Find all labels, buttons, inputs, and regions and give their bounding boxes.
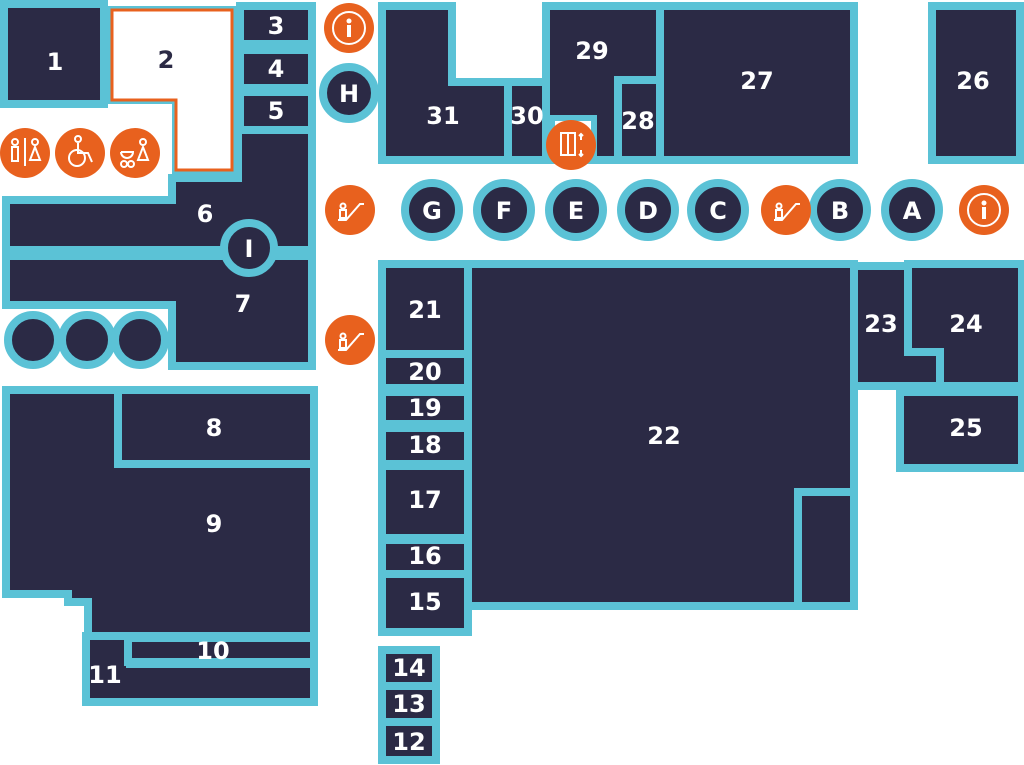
room-27[interactable] (656, 2, 858, 164)
node-label: B (831, 197, 849, 225)
room-label: 5 (268, 97, 285, 125)
unit-circle-2[interactable] (58, 311, 116, 369)
elevator-icon[interactable] (546, 120, 596, 170)
node-B[interactable] (809, 179, 871, 241)
room-label: 16 (408, 542, 441, 570)
room-label: 19 (408, 394, 441, 422)
room-8[interactable] (114, 386, 318, 468)
room-22[interactable] (464, 260, 858, 610)
room-label: 13 (392, 690, 425, 718)
node-label: I (245, 235, 254, 263)
node-label: A (903, 197, 922, 225)
node-F[interactable] (473, 179, 535, 241)
room-label: 23 (864, 310, 897, 338)
room-label: 26 (956, 67, 989, 95)
room-label: 11 (88, 661, 121, 689)
room-label: 2 (158, 46, 175, 74)
room-label: 21 (408, 296, 441, 324)
room-label: 12 (392, 728, 425, 756)
room-25[interactable] (896, 388, 1024, 472)
room-label: 29 (575, 37, 608, 65)
room-2[interactable] (110, 8, 234, 172)
room-label: 17 (408, 486, 441, 514)
node-A[interactable] (881, 179, 943, 241)
node-label: F (496, 197, 512, 225)
room-label: 27 (740, 67, 773, 95)
restroom-icon[interactable] (0, 128, 50, 178)
room-21[interactable] (378, 260, 472, 358)
escalator-icon[interactable] (761, 185, 811, 235)
room-label: 28 (621, 107, 654, 135)
room-label: 31 (426, 102, 459, 130)
room-22-annex[interactable] (794, 488, 858, 610)
info-icon[interactable] (324, 3, 374, 53)
room-10[interactable] (124, 634, 318, 666)
room-label: 6 (197, 200, 214, 228)
node-G[interactable] (401, 179, 463, 241)
room-label: 24 (949, 310, 982, 338)
node-I[interactable] (220, 219, 278, 277)
node-label: D (638, 197, 658, 225)
node-D[interactable] (617, 179, 679, 241)
info-icon[interactable] (959, 185, 1009, 235)
room-16[interactable] (378, 536, 472, 578)
escalator-icon[interactable] (325, 185, 375, 235)
room-3[interactable] (236, 2, 316, 48)
room-label: 20 (408, 358, 441, 386)
baby-care-icon[interactable] (110, 128, 160, 178)
room-label: 25 (949, 414, 982, 442)
room-label: 9 (206, 510, 223, 538)
node-C[interactable] (687, 179, 749, 241)
node-label: E (568, 197, 584, 225)
room-label: 4 (268, 55, 285, 83)
room-label: 18 (408, 431, 441, 459)
node-label: C (709, 197, 727, 225)
room-26[interactable] (928, 2, 1024, 164)
room-12[interactable] (378, 718, 440, 764)
room-label: 14 (392, 654, 425, 682)
room-17[interactable] (378, 462, 472, 542)
room-15[interactable] (378, 570, 472, 636)
unit-circle-1[interactable] (4, 311, 62, 369)
room-label: 3 (268, 12, 285, 40)
room-6[interactable] (2, 126, 316, 254)
room-31[interactable] (378, 2, 512, 164)
room-label: 7 (235, 290, 252, 318)
room-label: 10 (196, 637, 229, 665)
escalator-icon[interactable] (325, 315, 375, 365)
wheelchair-icon[interactable] (55, 128, 105, 178)
room-label: 1 (47, 48, 64, 76)
room-24[interactable] (904, 260, 1024, 390)
node-label: H (339, 80, 359, 108)
room-label: 22 (647, 422, 680, 450)
room-label: 30 (510, 102, 543, 130)
node-H[interactable] (319, 63, 379, 123)
room-1[interactable] (0, 0, 108, 108)
node-E[interactable] (545, 179, 607, 241)
room-label: 8 (206, 414, 223, 442)
room-label: 15 (408, 588, 441, 616)
unit-circle-3[interactable] (111, 311, 169, 369)
node-label: G (422, 197, 442, 225)
room-7[interactable] (2, 252, 316, 370)
